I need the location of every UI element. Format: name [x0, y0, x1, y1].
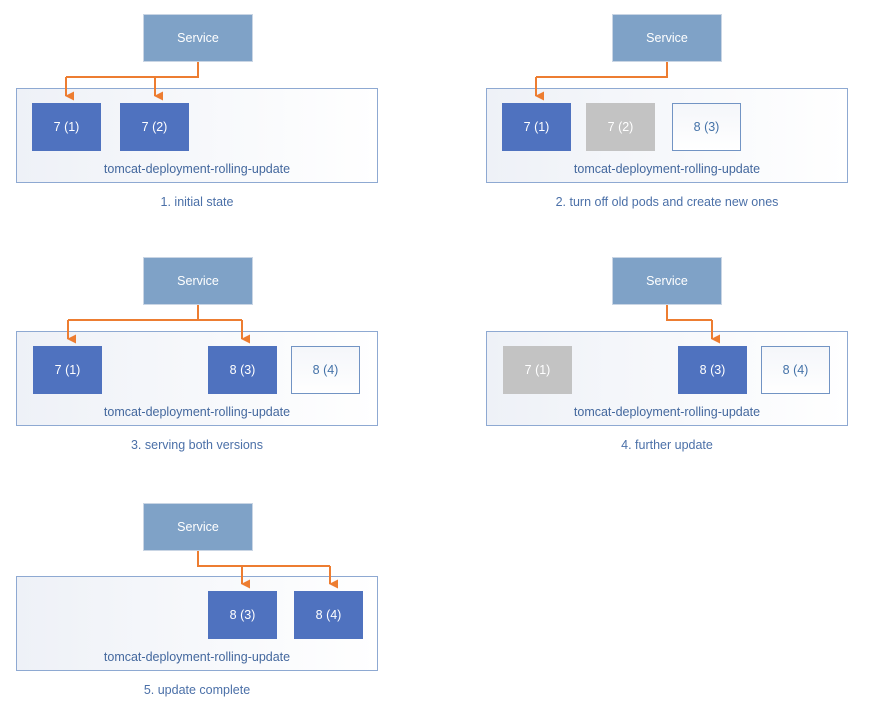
pod-3[interactable]: 8 (4): [291, 346, 360, 394]
service-node[interactable]: Service: [143, 14, 253, 62]
pod-1[interactable]: 7 (1): [33, 346, 102, 394]
deployment-name: tomcat-deployment-rolling-update: [574, 162, 760, 176]
pod-1[interactable]: 7 (1): [503, 346, 572, 394]
pod-2[interactable]: 8 (4): [294, 591, 363, 639]
pod-label: 7 (2): [608, 120, 634, 134]
panel-caption: 2. turn off old pods and create new ones: [556, 195, 779, 209]
service-label: Service: [177, 31, 219, 45]
deployment-name: tomcat-deployment-rolling-update: [104, 405, 290, 419]
pod-label: 8 (4): [316, 608, 342, 622]
pod-label: 8 (3): [230, 363, 256, 377]
pod-2[interactable]: 8 (3): [678, 346, 747, 394]
pod-label: 7 (1): [54, 120, 80, 134]
pod-2[interactable]: 7 (2): [120, 103, 189, 151]
panel-caption: 3. serving both versions: [131, 438, 263, 452]
service-label: Service: [646, 274, 688, 288]
service-node[interactable]: Service: [143, 503, 253, 551]
service-label: Service: [177, 520, 219, 534]
panel-caption: 4. further update: [621, 438, 713, 452]
panel-1: Service 7 (1) 7 (2) tomcat-deployment-ro…: [16, 14, 378, 209]
service-label: Service: [177, 274, 219, 288]
pod-label: 7 (1): [525, 363, 551, 377]
pod-label: 7 (1): [524, 120, 550, 134]
connector-group: [67, 305, 250, 344]
connector-group: [535, 62, 668, 101]
pod-label: 7 (1): [55, 363, 81, 377]
pod-label: 8 (3): [230, 608, 256, 622]
pod-3[interactable]: 8 (4): [761, 346, 830, 394]
pod-2[interactable]: 8 (3): [208, 346, 277, 394]
pod-1[interactable]: 7 (1): [502, 103, 571, 151]
panel-caption: 1. initial state: [161, 195, 234, 209]
pod-label: 8 (3): [694, 120, 720, 134]
service-label: Service: [646, 31, 688, 45]
panel-caption: 5. update complete: [144, 683, 250, 697]
panel-5: Service 8 (3) 8 (4) tomcat-deployment-ro…: [16, 503, 378, 697]
deployment-name: tomcat-deployment-rolling-update: [574, 405, 760, 419]
deployment-name: tomcat-deployment-rolling-update: [104, 650, 290, 664]
pod-2[interactable]: 7 (2): [586, 103, 655, 151]
pod-label: 7 (2): [142, 120, 168, 134]
pod-1[interactable]: 7 (1): [32, 103, 101, 151]
connector-group: [666, 305, 720, 344]
connector-group: [197, 551, 338, 589]
service-node[interactable]: Service: [612, 14, 722, 62]
service-node[interactable]: Service: [143, 257, 253, 305]
connector-group: [65, 62, 199, 101]
panel-4: Service 7 (1) 8 (3) 8 (4) tomcat-deploym…: [486, 257, 848, 452]
pod-label: 8 (4): [783, 363, 809, 377]
service-node[interactable]: Service: [612, 257, 722, 305]
pod-label: 8 (4): [313, 363, 339, 377]
pod-3[interactable]: 8 (3): [672, 103, 741, 151]
pod-label: 8 (3): [700, 363, 726, 377]
panel-2: Service 7 (1) 7 (2) 8 (3) tomcat-deploym…: [486, 14, 848, 209]
panel-3: Service 7 (1) 8 (3) 8 (4) tomcat-deploym…: [16, 257, 378, 452]
deployment-name: tomcat-deployment-rolling-update: [104, 162, 290, 176]
pod-1[interactable]: 8 (3): [208, 591, 277, 639]
